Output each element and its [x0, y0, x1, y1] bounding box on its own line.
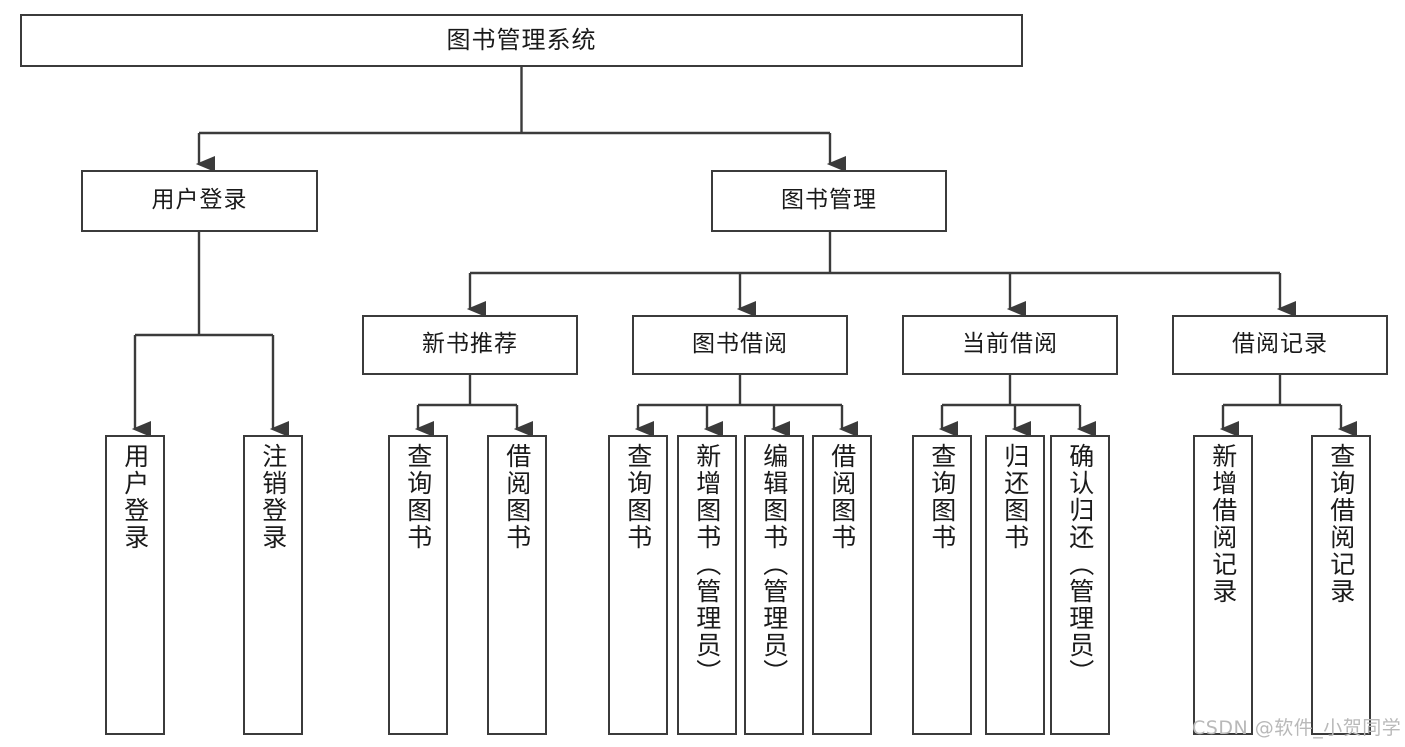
leaf-query-book-recommend[interactable]: 查询图书 [388, 435, 448, 735]
leaf-label: 查询图书 [403, 443, 433, 551]
leaf-query-book-current[interactable]: 查询图书 [912, 435, 972, 735]
leaf-return-book[interactable]: 归还图书 [985, 435, 1045, 735]
leaf-logout-login[interactable]: 注销登录 [243, 435, 303, 735]
leaf-label: 新增图书（管理员） [692, 443, 722, 686]
node-label: 图书借阅 [692, 331, 788, 358]
leaf-borrow-book-recommend[interactable]: 借阅图书 [487, 435, 547, 735]
leaf-label: 查询图书 [927, 443, 957, 551]
node-current-borrow[interactable]: 当前借阅 [902, 315, 1118, 375]
leaf-query-borrow-record[interactable]: 查询借阅记录 [1311, 435, 1371, 735]
node-label: 当前借阅 [962, 331, 1058, 358]
leaf-label: 归还图书 [1000, 443, 1030, 551]
node-book-borrow[interactable]: 图书借阅 [632, 315, 848, 375]
csdn-watermark: CSDN @软件_小贺同学 [1192, 717, 1402, 739]
leaf-query-book-borrow[interactable]: 查询图书 [608, 435, 668, 735]
node-borrow-record[interactable]: 借阅记录 [1172, 315, 1388, 375]
leaf-label: 编辑图书（管理员） [759, 443, 789, 686]
node-user-login[interactable]: 用户登录 [81, 170, 318, 232]
leaf-add-book-admin[interactable]: 新增图书（管理员） [677, 435, 737, 735]
leaf-label: 新增借阅记录 [1208, 443, 1238, 605]
leaf-label: 用户登录 [120, 443, 150, 551]
leaf-edit-book-admin[interactable]: 编辑图书（管理员） [744, 435, 804, 735]
leaf-borrow-book[interactable]: 借阅图书 [812, 435, 872, 735]
leaf-user-login[interactable]: 用户登录 [105, 435, 165, 735]
leaf-label: 确认归还（管理员） [1065, 443, 1095, 686]
node-label: 用户登录 [151, 187, 248, 214]
node-book-management[interactable]: 图书管理 [711, 170, 947, 232]
leaf-label: 注销登录 [258, 443, 288, 551]
node-new-book-recommend[interactable]: 新书推荐 [362, 315, 578, 375]
leaf-label: 借阅图书 [827, 443, 857, 551]
node-root-system[interactable]: 图书管理系统 [20, 14, 1023, 67]
node-label: 图书管理 [781, 187, 877, 214]
leaf-confirm-return-admin[interactable]: 确认归还（管理员） [1050, 435, 1110, 735]
node-label: 图书管理系统 [446, 26, 597, 55]
leaf-label: 借阅图书 [502, 443, 532, 551]
leaf-add-borrow-record[interactable]: 新增借阅记录 [1193, 435, 1253, 735]
leaf-label: 查询借阅记录 [1326, 443, 1356, 605]
node-label: 新书推荐 [422, 331, 518, 358]
node-label: 借阅记录 [1232, 331, 1328, 358]
leaf-label: 查询图书 [623, 443, 653, 551]
